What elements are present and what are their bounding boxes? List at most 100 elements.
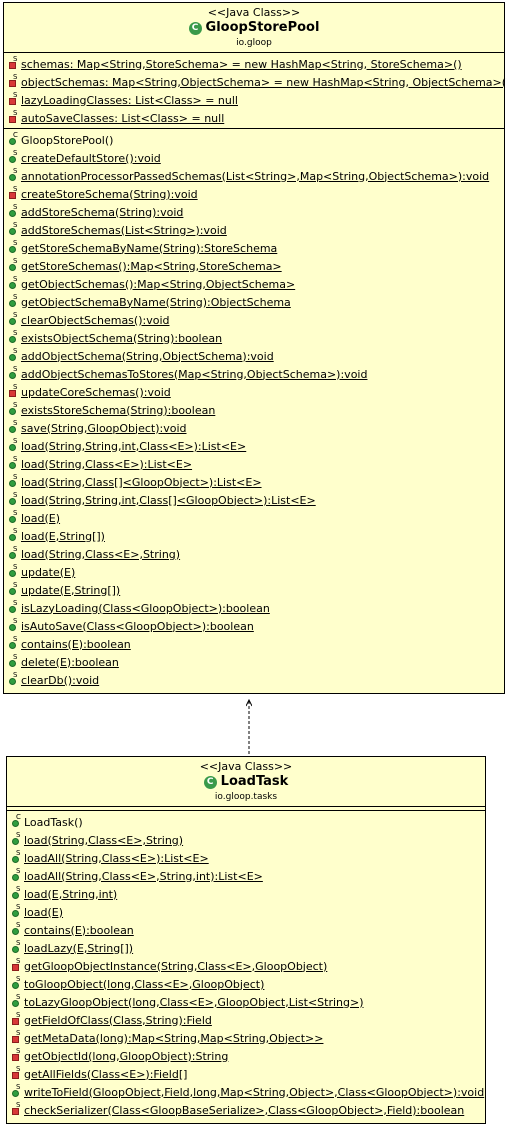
field-text: objectSchemas: Map<String,ObjectSchema> …: [21, 75, 507, 89]
class-icon: C: [203, 775, 217, 789]
public-method-icon: S: [11, 921, 21, 935]
method-text: existsStoreSchema(String):boolean: [21, 403, 216, 417]
public-method-icon: S: [8, 167, 18, 181]
public-method-icon: C: [8, 131, 18, 145]
public-method-icon: S: [8, 365, 18, 379]
method-text: delete(E):boolean: [21, 655, 119, 669]
method-text: createStoreSchema(String):void: [21, 187, 198, 201]
class-icon: C: [188, 21, 202, 35]
public-method-icon: S: [8, 617, 18, 631]
public-method-icon: S: [11, 831, 21, 845]
method-text: contains(E):boolean: [24, 923, 134, 937]
public-method-icon: S: [8, 311, 18, 325]
public-method-icon: S: [8, 671, 18, 685]
method-text: load(E,String,int): [24, 887, 118, 901]
private-method-icon: S: [8, 383, 18, 397]
public-method-icon: S: [8, 635, 18, 649]
public-method-icon: S: [8, 473, 18, 487]
private-field-icon: S: [8, 55, 18, 69]
public-method-icon: S: [8, 293, 18, 307]
method-text: existsObjectSchema(String):boolean: [21, 331, 223, 345]
private-field-icon: S: [8, 73, 18, 87]
method-text: loadAll(String,Class<E>,String,int):List…: [24, 869, 263, 883]
public-method-icon: S: [8, 419, 18, 433]
method-text: contains(E):boolean: [21, 637, 131, 651]
public-method-icon: S: [8, 581, 18, 595]
method-text: load(String,String,int,Class<E>):List<E>: [21, 439, 247, 453]
method-text: loadAll(String,Class<E>):List<E>: [24, 851, 209, 865]
method-text: getObjectId(long,GloopObject):String: [24, 1049, 229, 1063]
method-text: toLazyGloopObject(long,Class<E>,GloopObj…: [24, 995, 364, 1009]
method-text: getFieldOfClass(Class,String):Field: [24, 1013, 212, 1027]
field-text: lazyLoadingClasses: List<Class> = null: [21, 93, 238, 107]
public-method-icon: S: [8, 437, 18, 451]
method-text: loadLazy(E,String[]): [24, 941, 134, 955]
method-text: getObjectSchemas():Map<String,ObjectSche…: [21, 277, 296, 291]
method-text: addObjectSchema(String,ObjectSchema):voi…: [21, 349, 274, 363]
method-text: load(E,String[]): [21, 529, 105, 543]
method-text: clearObjectSchemas():void: [21, 313, 170, 327]
method-text: update(E,String[]): [21, 583, 121, 597]
method-text: getAllFields(Class<E>):Field[]: [24, 1067, 188, 1081]
class-name: LoadTask: [220, 774, 289, 789]
stereotype-label: <<Java Class>>: [207, 6, 301, 19]
public-method-icon: S: [8, 203, 18, 217]
class-header: <<Java Class>> C LoadTask io.gloop.tasks: [7, 757, 485, 807]
public-method-icon: S: [8, 509, 18, 523]
method-text: addObjectSchemasToStores(Map<String,Obje…: [21, 367, 368, 381]
method-text: updateCoreSchemas():void: [21, 385, 171, 399]
method-text: load(String,Class[]<GloopObject>):List<E…: [21, 475, 262, 489]
method-text: clearDb():void: [21, 673, 100, 687]
public-method-icon: S: [11, 975, 21, 989]
method-text: load(E): [24, 905, 64, 919]
public-method-icon: S: [8, 599, 18, 613]
public-method-icon: S: [8, 221, 18, 235]
method-text: isLazyLoading(Class<GloopObject>):boolea…: [21, 601, 270, 615]
public-method-icon: S: [8, 239, 18, 253]
public-method-icon: S: [11, 849, 21, 863]
private-field-icon: S: [8, 91, 18, 105]
public-method-icon: S: [8, 329, 18, 343]
method-text: checkSerializer(Class<GloopBaseSerialize…: [24, 1103, 465, 1117]
public-method-icon: S: [11, 993, 21, 1007]
method-text: load(String,String,int,Class[]<GloopObje…: [21, 493, 316, 507]
class-title: C GloopStorePool: [4, 19, 504, 37]
method-text: addStoreSchema(String):void: [21, 205, 184, 219]
private-method-icon: S: [11, 1101, 21, 1115]
public-method-icon: C: [11, 813, 21, 827]
